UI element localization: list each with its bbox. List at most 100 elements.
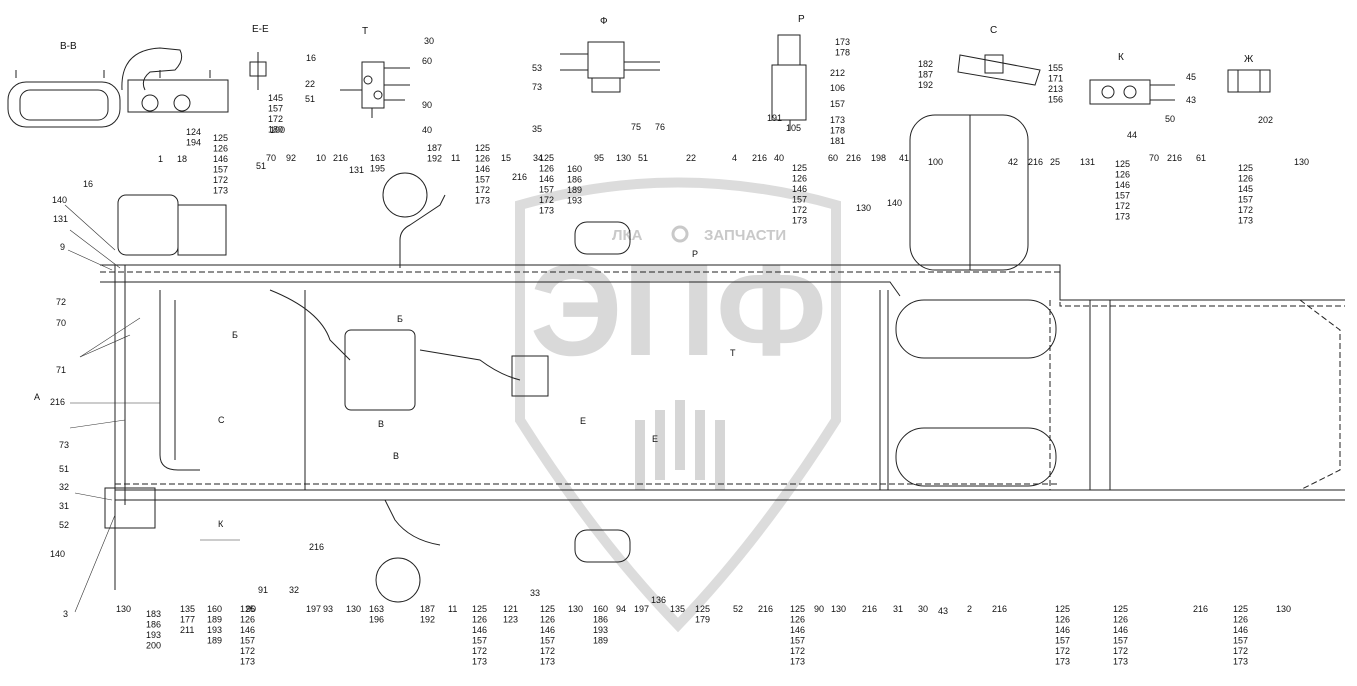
- callout-c91-line-2: 193: [207, 625, 222, 635]
- callout-c55-line-5: 173: [792, 216, 807, 226]
- callout-c75-line-0: 131: [53, 214, 68, 224]
- callout-c90-line-1: 177: [180, 615, 195, 625]
- section-mark-v1: В: [378, 419, 384, 429]
- callout-c30-line-0: 125: [213, 133, 228, 143]
- callout-c35-line-0: 51: [256, 161, 266, 171]
- callout-c42-line-2: 146: [475, 164, 490, 174]
- callout-c103-line-1: 126: [472, 615, 487, 625]
- callout-c87-line-0: 3: [63, 609, 68, 619]
- callout-c122-line-0: 43: [938, 606, 948, 616]
- callout-c94-line-0: 90: [246, 604, 256, 614]
- callout-c128-line-2: 146: [1233, 625, 1248, 635]
- callout-c119-line-0: 216: [862, 604, 877, 614]
- callout-c3-line-0: 30: [424, 36, 434, 46]
- callout-c72-line-0: 130: [1294, 157, 1309, 167]
- callout-c30-line-2: 146: [213, 154, 228, 164]
- callout-c105-line-2: 146: [540, 625, 555, 635]
- callout-c55-line-1: 126: [792, 174, 807, 184]
- callout-c58-line-0: 198: [871, 153, 886, 163]
- callout-c86-line-0: 140: [50, 549, 65, 559]
- callout-c67-line-5: 173: [1115, 212, 1130, 222]
- callout-c13-line-0: 35: [532, 124, 542, 134]
- callout-c43-line-0: 15: [501, 153, 511, 163]
- callout-c103-line-5: 173: [472, 657, 487, 667]
- callout-c49-line-0: 130: [616, 153, 631, 163]
- callout-c30-line-1: 126: [213, 144, 228, 154]
- leader-lines: [64, 204, 240, 613]
- callout-c125-line-3: 157: [1055, 636, 1070, 646]
- callout-c97-line-0: 93: [323, 604, 333, 614]
- callout-c121-line-0: 30: [918, 604, 928, 614]
- callout-c115-line-0: 216: [758, 604, 773, 614]
- callout-c120-line-0: 31: [893, 604, 903, 614]
- callout-c47-line-3: 193: [567, 196, 582, 206]
- callout-c42-line-0: 125: [475, 143, 490, 153]
- callout-c92-line-5: 173: [240, 657, 255, 667]
- view-titles: В-В Е-Е Т Ф Р С К Ж: [60, 14, 1254, 65]
- callout-c105-line-3: 157: [540, 636, 555, 646]
- section-mark-a: А: [34, 392, 40, 402]
- callout-c117-line-0: 90: [814, 604, 824, 614]
- callout-c104-line-0: 121: [503, 604, 518, 614]
- callout-c110-line-0: 197: [634, 604, 649, 614]
- callout-c71-line-4: 172: [1238, 205, 1253, 215]
- callout-c8-line-0: 90: [422, 100, 432, 110]
- brake-valve: [344, 329, 416, 411]
- callout-c24-line-0: 155: [1048, 63, 1063, 73]
- callout-c34-line-0: 92: [286, 153, 296, 163]
- view-title-r: Р: [798, 14, 805, 25]
- callout-c12-line-0: 73: [532, 82, 542, 92]
- callout-c1-line-1: 194: [186, 138, 201, 148]
- callout-c101-line-0: 187: [420, 604, 435, 614]
- callout-c89-line-0: 183: [146, 609, 161, 619]
- callout-c67-line-3: 157: [1115, 191, 1130, 201]
- callout-c55-line-2: 146: [792, 184, 807, 194]
- callout-c38-line-0: 131: [349, 165, 364, 175]
- callout-c67-line-1: 126: [1115, 170, 1130, 180]
- callout-c103-line-0: 125: [472, 604, 487, 614]
- callout-c2-line-0: 145: [268, 93, 283, 103]
- callout-c46-line-0: 125: [539, 153, 554, 163]
- callout-c24-line-3: 156: [1048, 95, 1063, 105]
- rear-chamber-bottom: [574, 529, 631, 563]
- callout-c108-line-0: 160: [593, 604, 608, 614]
- watermark-wheat-icon: [635, 400, 725, 490]
- gear-icon: [671, 225, 689, 243]
- callout-c91-line-3: 189: [207, 636, 222, 646]
- callout-c70-line-0: 61: [1196, 153, 1206, 163]
- callout-c24-line-1: 171: [1048, 74, 1063, 84]
- front-axle-block: [104, 487, 156, 529]
- section-mark-e2: Е: [652, 434, 658, 444]
- callout-c61-line-0: 41: [899, 153, 909, 163]
- callout-c123-line-0: 2: [967, 604, 972, 614]
- callout-c125-line-5: 173: [1055, 657, 1070, 667]
- callout-c15-line-0: 76: [655, 122, 665, 132]
- watermark-left-text: ЛКА: [612, 227, 643, 244]
- view-k-drawing: [1089, 79, 1175, 105]
- callout-c108-line-2: 193: [593, 625, 608, 635]
- callout-c50-line-0: 51: [638, 153, 648, 163]
- callout-c116-line-4: 172: [790, 646, 805, 656]
- callout-c65-line-0: 25: [1050, 157, 1060, 167]
- callout-c66-line-0: 131: [1080, 157, 1095, 167]
- callout-c59-line-0: 130: [856, 203, 871, 213]
- callout-c100-line-1: 196: [369, 615, 384, 625]
- callout-c116-line-2: 146: [790, 625, 805, 635]
- callout-c16-line-1: 178: [835, 48, 850, 58]
- callout-c25-line-0: 45: [1186, 72, 1196, 82]
- callout-c27-line-0: 50: [1165, 114, 1175, 124]
- view-title-bb: В-В: [60, 41, 77, 52]
- callout-c76-line-0: 9: [60, 242, 65, 252]
- view-t-drawing: [340, 61, 410, 118]
- callout-c30-line-5: 173: [213, 186, 228, 196]
- callout-c108-line-3: 189: [593, 636, 608, 646]
- callout-c84-line-0: 31: [59, 501, 69, 511]
- callout-c109-line-0: 94: [616, 604, 626, 614]
- front-receiver-tank: [117, 194, 179, 256]
- callout-c19-line-0: 157: [830, 99, 845, 109]
- detail-views: [7, 34, 1271, 130]
- callout-c56-line-0: 60: [828, 153, 838, 163]
- callout-c126-line-5: 173: [1113, 657, 1128, 667]
- callout-c129-line-0: 130: [1276, 604, 1291, 614]
